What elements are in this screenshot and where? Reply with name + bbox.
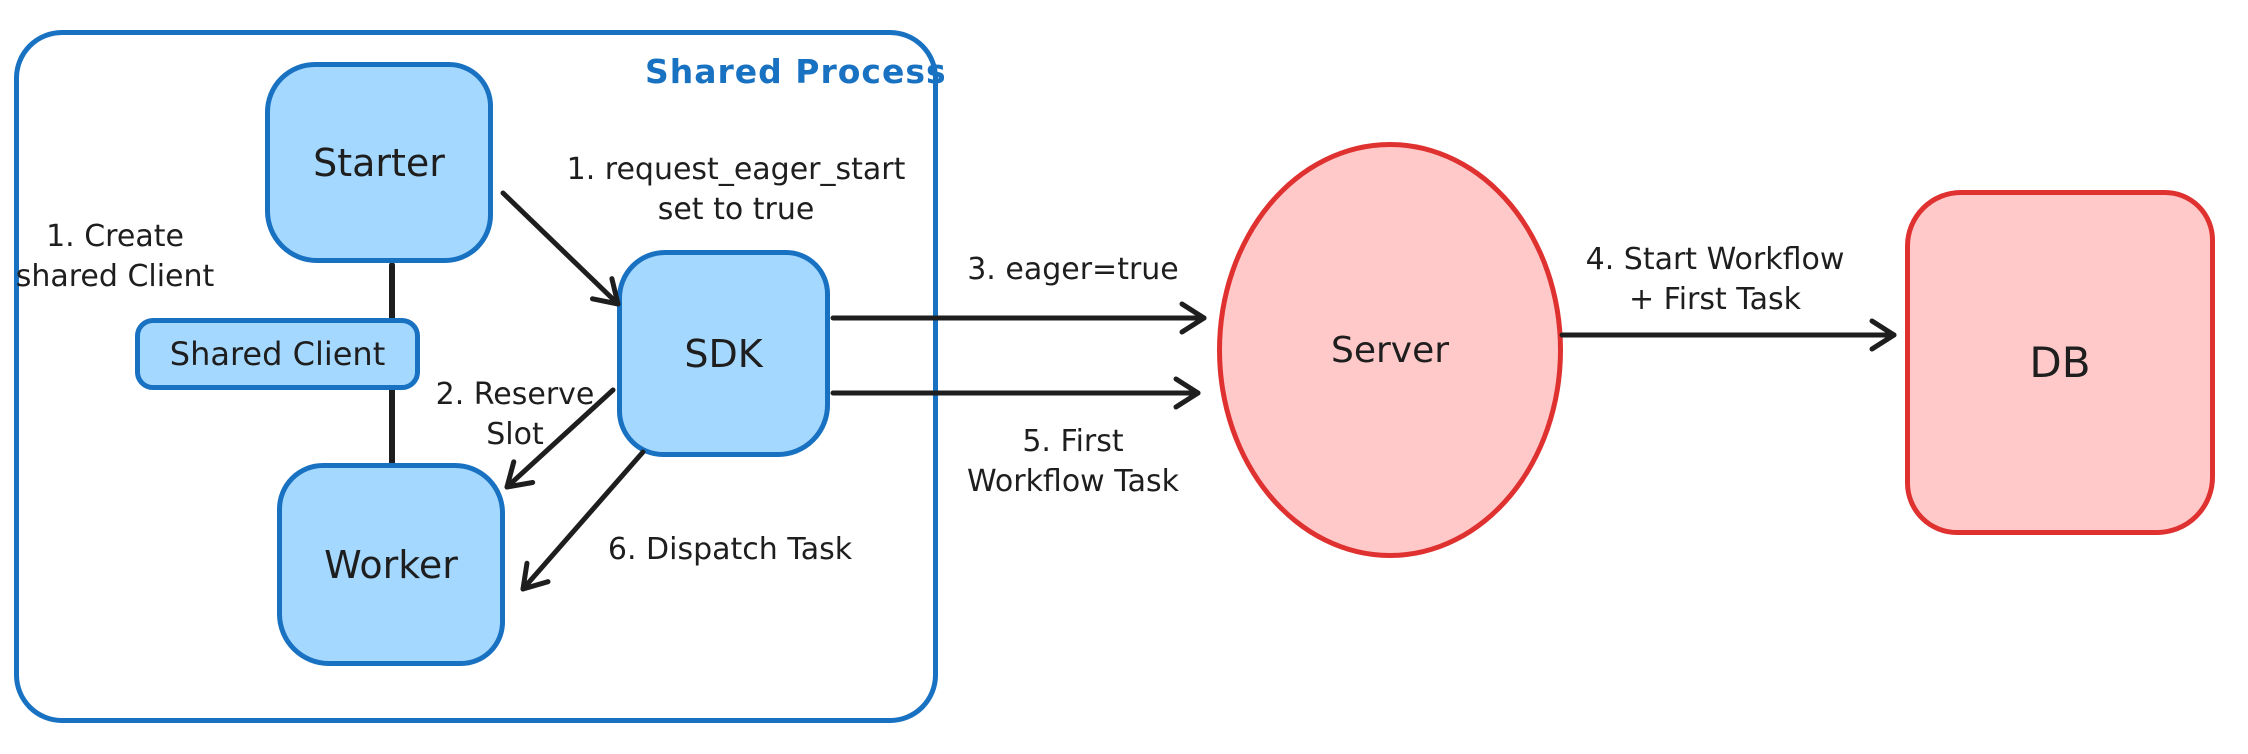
annotation-line: 2. Reserve (435, 377, 595, 412)
node-worker-label: Worker (324, 542, 458, 587)
annotation-line: Workflow Task (966, 464, 1180, 499)
annotation-line: 5. First (1022, 424, 1124, 459)
annotation-line: 1. Create (46, 219, 184, 254)
annotation-start-workflow-first-task: 4. Start Workflow + First Task (1553, 240, 1877, 320)
node-server: Server (1217, 142, 1563, 558)
node-sdk: SDK (617, 250, 830, 457)
annotation-request-eager-start: 1. request_eager_start set to true (536, 150, 936, 230)
node-shared-client: Shared Client (135, 318, 420, 390)
annotation-line: 4. Start Workflow (1585, 242, 1845, 277)
node-sdk-label: SDK (684, 331, 763, 376)
annotation-line: 6. Dispatch Task (607, 532, 853, 567)
shared-process-label: Shared Process (645, 52, 947, 91)
shared-process-container (14, 30, 938, 723)
annotation-first-workflow-task: 5. First Workflow Task (938, 422, 1208, 502)
node-server-label: Server (1330, 329, 1450, 371)
node-shared-client-label: Shared Client (169, 335, 386, 373)
node-starter: Starter (265, 62, 493, 263)
node-starter-label: Starter (313, 140, 445, 185)
annotation-line: + First Task (1628, 282, 1802, 317)
annotation-line: Slot (486, 417, 544, 452)
annotation-create-shared-client: 1. Create shared Client (5, 217, 225, 297)
annotation-dispatch-task: 6. Dispatch Task (590, 530, 870, 570)
annotation-line: 3. eager=true (967, 252, 1179, 287)
annotation-eager-true: 3. eager=true (948, 250, 1198, 290)
annotation-line: 1. request_eager_start (566, 152, 906, 187)
annotation-line: shared Client (15, 259, 215, 294)
node-worker: Worker (277, 463, 505, 666)
node-db: DB (1905, 190, 2215, 535)
annotation-reserve-slot: 2. Reserve Slot (415, 375, 615, 455)
annotation-line: set to true (657, 192, 815, 227)
node-db-label: DB (2029, 338, 2091, 387)
